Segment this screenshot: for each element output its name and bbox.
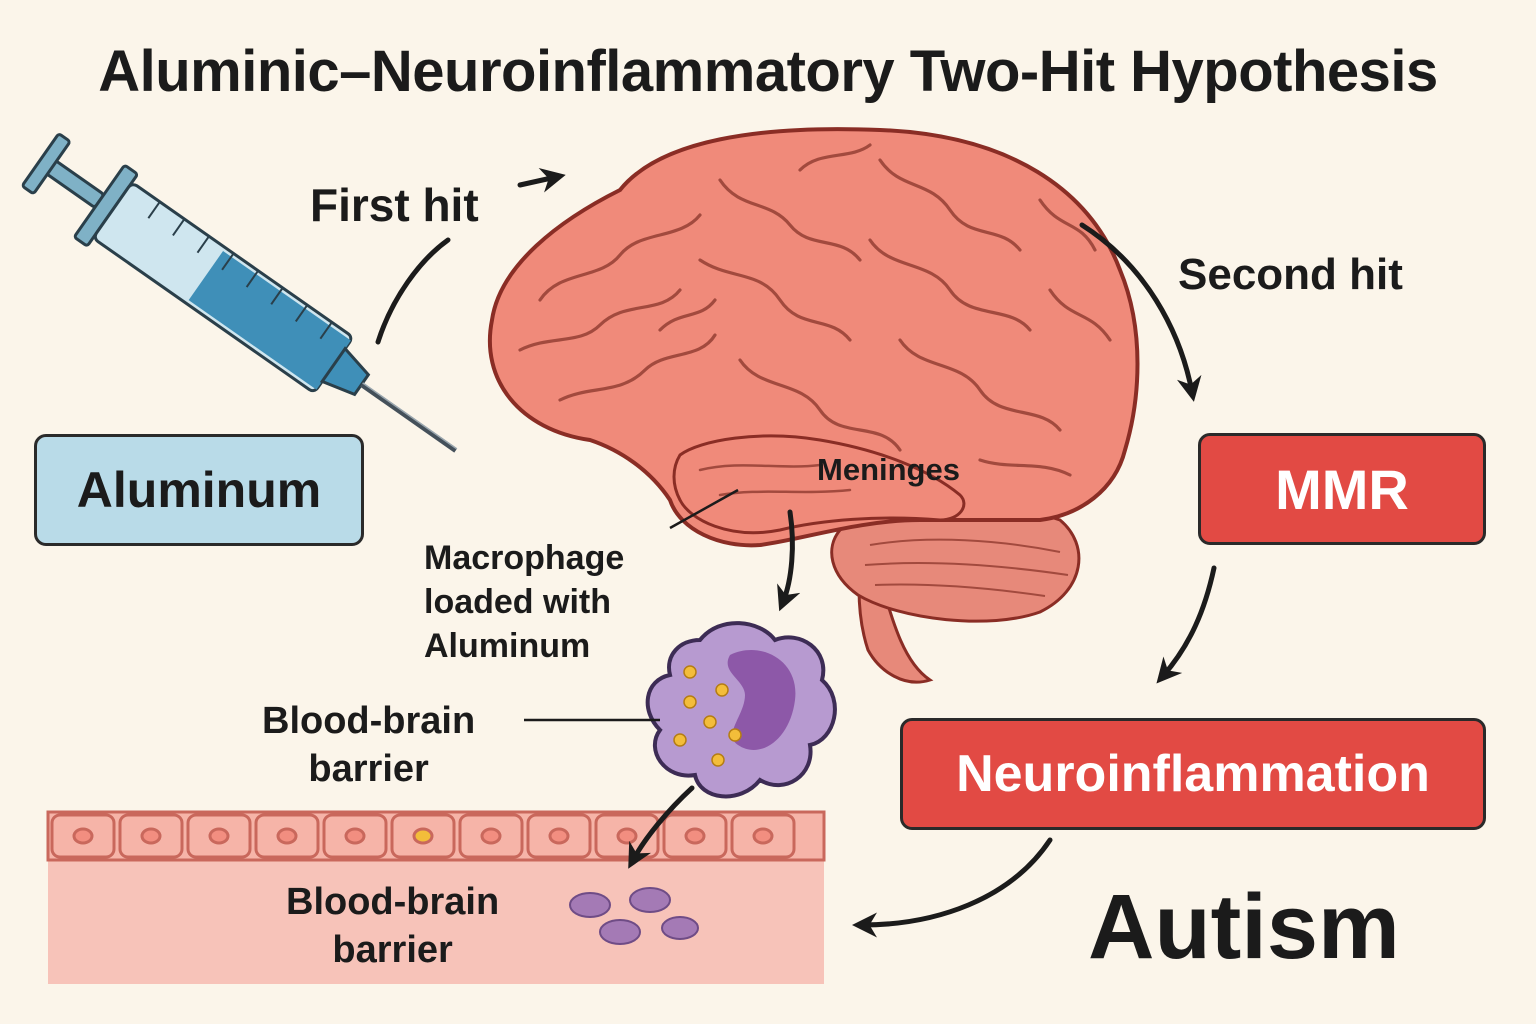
bbb-upper-line-1: Blood-brain xyxy=(262,700,476,742)
tissue-layer xyxy=(46,810,826,984)
cell-nucleus xyxy=(684,827,706,845)
autism-label: Autism xyxy=(1088,876,1400,978)
cell-nucleus xyxy=(616,827,638,845)
arc-first-hit xyxy=(375,237,451,345)
macrophage-label-line-1: Macrophage xyxy=(424,539,625,577)
cell-nucleus xyxy=(72,827,94,845)
mmr-box: MMR xyxy=(1198,433,1486,545)
second-hit-label: Second hit xyxy=(1178,250,1403,299)
cell-nucleus xyxy=(752,827,774,845)
bbb-lower-line-1: Blood-brain xyxy=(286,881,500,923)
cell-nucleus xyxy=(480,827,502,845)
arrow-macrophage-to-tissue xyxy=(628,785,695,869)
macrophage-label-line-3: Aluminum xyxy=(424,627,591,665)
cell-nucleus xyxy=(140,827,162,845)
arrow-second-hit xyxy=(1079,222,1202,402)
meninges-label: Meninges xyxy=(817,452,960,487)
syringe-icon xyxy=(21,133,458,453)
bbb-lower-line-2: barrier xyxy=(332,929,453,971)
arrow-first-hit xyxy=(517,168,566,193)
macrophage-label: Macrophage loaded with Aluminum xyxy=(424,536,624,668)
extravasated-particles xyxy=(569,887,699,945)
macrophage-cell-icon xyxy=(645,621,837,799)
cell-nucleus xyxy=(276,827,298,845)
first-hit-label: First hit xyxy=(310,179,479,231)
arrow-neuro-to-autism xyxy=(852,837,1053,938)
arrow-meninges-to-macrophage xyxy=(777,509,801,612)
neuroinflammation-box: Neuroinflammation xyxy=(900,718,1486,830)
cell-nucleus xyxy=(412,827,434,845)
bbb-upper-line-2: barrier xyxy=(308,748,429,790)
page-title: Aluminic–Neuroinflammatory Two-Hit Hypot… xyxy=(98,39,1438,104)
bbb-upper-label: Blood-brain barrier xyxy=(262,697,475,793)
cell-nucleus xyxy=(344,827,366,845)
cell-nucleus xyxy=(208,827,230,845)
cell-nucleus xyxy=(548,827,570,845)
macrophage-label-line-2: loaded with xyxy=(424,583,611,621)
aluminum-box: Aluminum xyxy=(34,434,364,546)
brain-illustration xyxy=(487,127,1140,684)
meninges-leader xyxy=(669,488,739,530)
arrow-mmr-to-neuro xyxy=(1156,565,1217,684)
bbb-lower-label: Blood-brain barrier xyxy=(286,878,499,974)
